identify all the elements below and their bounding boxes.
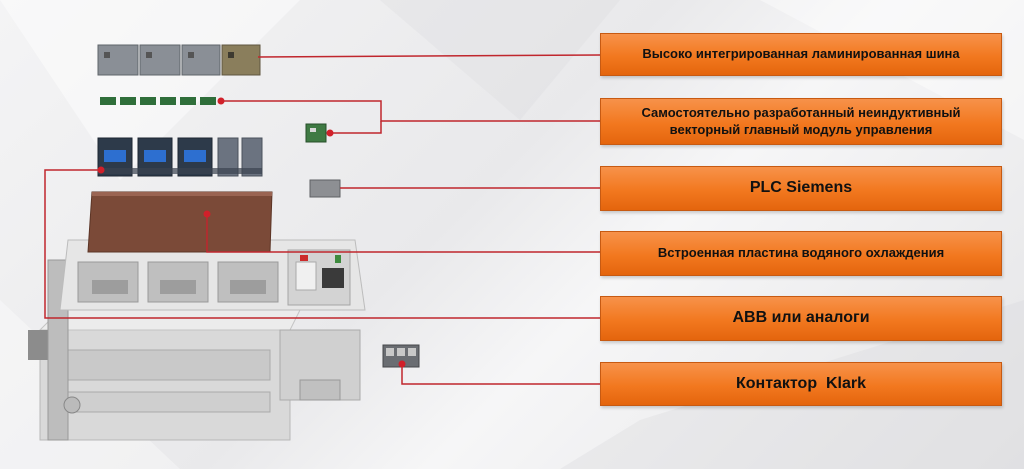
label-abb-text: ABB или аналоги bbox=[732, 309, 870, 327]
label-control-module-text: Самостоятельно разработанный неиндуктивн… bbox=[641, 104, 961, 137]
connector-busbar bbox=[257, 54, 601, 58]
label-plc: PLC Siemens bbox=[600, 166, 1002, 211]
connector-dot bbox=[398, 360, 406, 368]
label-contactor-text: Контактор Klark bbox=[735, 374, 867, 392]
connector-cooling-plate bbox=[206, 214, 600, 253]
connector-dot bbox=[203, 210, 211, 218]
driver-boards bbox=[100, 97, 216, 105]
cabinet-frame bbox=[59, 239, 366, 311]
laminated-busbar bbox=[97, 44, 261, 76]
label-busbar-text: Высоко интегрированная ламинированная ши… bbox=[642, 46, 960, 62]
connector-dot bbox=[217, 97, 225, 105]
connector-control-board-a bbox=[220, 100, 600, 122]
connector-dot bbox=[97, 166, 105, 174]
label-contactor: Контактор Klark bbox=[600, 362, 1002, 406]
connector-control-board-b bbox=[330, 121, 382, 134]
control-board bbox=[305, 123, 327, 143]
connector-contactor bbox=[401, 364, 600, 385]
label-busbar: Высоко интегрированная ламинированная ши… bbox=[600, 33, 1002, 76]
cabinet-base bbox=[28, 259, 361, 441]
connector-dot bbox=[326, 129, 334, 137]
connector-abb bbox=[44, 169, 600, 319]
label-cooling-plate: Встроенная пластина водяного охлаждения bbox=[600, 231, 1002, 276]
label-control-module: Самостоятельно разработанный неиндуктивн… bbox=[600, 98, 1002, 145]
label-abb: ABB или аналоги bbox=[600, 296, 1002, 341]
label-plc-text: PLC Siemens bbox=[749, 179, 853, 197]
label-cooling-plate-text: Встроенная пластина водяного охлаждения bbox=[657, 245, 945, 261]
igbt-modules bbox=[97, 137, 263, 177]
